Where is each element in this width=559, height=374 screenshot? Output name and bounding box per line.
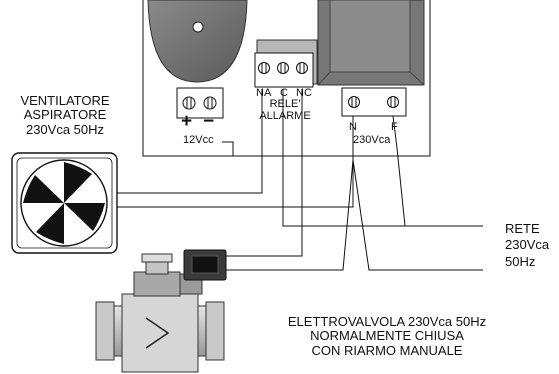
fan-blades xyxy=(23,162,105,244)
mains-label: RETE 230Vca 50Hz xyxy=(505,221,549,270)
relay-label-line-2: ALLARME xyxy=(259,110,311,123)
screw-c xyxy=(277,62,289,74)
wire-n-mains xyxy=(352,159,483,271)
plus-sign: + xyxy=(181,111,193,132)
wire-f-term xyxy=(392,115,398,149)
valve-label-line-1: ELETTROVALVOLA 230Vca 50Hz xyxy=(287,314,487,329)
valve-label-line-3: CON RIARMO MANUALE xyxy=(311,342,463,358)
valve-label-line-2: NORMALMENTE CHIUSA xyxy=(310,328,464,344)
power-terminal-label: 12Vcc xyxy=(183,134,214,146)
mains-label-line-1: RETE xyxy=(505,221,540,236)
buzzer xyxy=(147,0,248,83)
relay-pin-na: NA xyxy=(256,87,272,99)
power-terminal-block xyxy=(176,87,224,119)
wire-f-mains xyxy=(396,147,483,227)
screw-minus xyxy=(203,96,217,110)
screw-f xyxy=(387,96,399,108)
valve-label: ELETTROVALVOLA 230Vca 50Hz NORMALMENTE C… xyxy=(252,314,522,358)
relay-label-line-1: RELE' xyxy=(269,98,301,110)
relay-pin-nc: NC xyxy=(296,87,312,99)
screw-n xyxy=(348,96,360,108)
screw-na xyxy=(258,62,270,74)
screw-nc xyxy=(296,62,308,74)
minus-sign: − xyxy=(203,111,215,132)
arrow-icon xyxy=(145,317,170,349)
valve-body xyxy=(121,293,199,373)
fan-label: VENTILATORE ASPIRATORE 230Vca 50Hz xyxy=(6,93,124,137)
wire-n-valve xyxy=(225,159,354,271)
solenoid-valve xyxy=(95,249,227,373)
mains-label-line-3: 50Hz xyxy=(505,253,536,269)
wire-nc-valve xyxy=(225,89,303,257)
wire-12vcc-feed xyxy=(222,141,234,156)
mains-terminal-label: 230Vca xyxy=(353,134,391,146)
fan-label-line-2: ASPIRATORE xyxy=(23,107,107,123)
wire-fan-n xyxy=(117,160,354,208)
fan-label-line-1: VENTILATORE xyxy=(20,93,110,108)
fan-label-line-3: 230Vca 50Hz xyxy=(25,121,105,137)
screw-plus xyxy=(182,96,196,110)
wires xyxy=(117,89,483,271)
fan xyxy=(11,152,118,254)
relay-pin-c: C xyxy=(280,87,288,99)
relay-terminal-block xyxy=(254,52,314,88)
relay-label: RELE' ALLARME xyxy=(254,98,316,122)
mains-pin-n: N xyxy=(349,121,357,133)
mains-pin-f: F xyxy=(391,121,398,133)
wire-fan-na xyxy=(117,89,263,194)
mains-label-line-2: 230Vca xyxy=(505,237,550,253)
mains-terminal-block xyxy=(341,87,407,117)
transformer xyxy=(317,0,425,86)
